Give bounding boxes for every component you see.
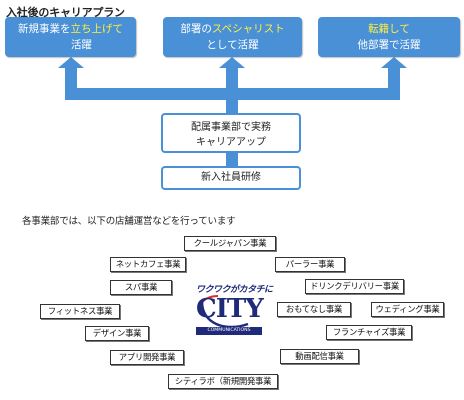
stage-new-employee-training: 新入社員研修 bbox=[161, 166, 301, 190]
arrow-stage-connector bbox=[226, 152, 238, 166]
goal-text: として活躍 bbox=[206, 39, 259, 51]
goal-text: 他部署で活躍 bbox=[357, 39, 421, 51]
business-app-development: アプリ開発事業 bbox=[110, 350, 184, 365]
business-intro: 各事業部では、以下の店舗運営などを行っています bbox=[22, 216, 236, 227]
logo-wordmark: CITY bbox=[196, 294, 264, 324]
business-franchise: フランチャイズ事業 bbox=[326, 325, 412, 340]
business-video-streaming: 動画配信事業 bbox=[280, 349, 359, 364]
goal-highlight: 立ち上げて bbox=[70, 23, 124, 35]
logo-swoosh bbox=[200, 295, 249, 329]
page-title: 入社後のキャリアプラン bbox=[6, 6, 125, 19]
goal-new-business: 新規事業を立ち上げて 活躍 bbox=[5, 17, 136, 57]
stage-text: 配属事業部で実務 bbox=[191, 122, 271, 133]
arrow-head-right bbox=[381, 57, 407, 68]
goal-highlight: 転籍して bbox=[368, 23, 410, 35]
arrow-head-middle bbox=[219, 57, 245, 68]
arrow-crossbar bbox=[65, 88, 400, 100]
logo-tagline: ワクワクがカタチに bbox=[196, 285, 273, 295]
business-city-lab: シティラボ（新規開発事業 bbox=[168, 374, 278, 389]
business-drink-delivery: ドリンクデリバリー事業 bbox=[305, 279, 404, 294]
stage-text: 新入社員研修 bbox=[201, 172, 261, 183]
business-cool-japan: クールジャパン事業 bbox=[184, 236, 276, 251]
goal-text: 活躍 bbox=[71, 39, 92, 51]
goal-text: 新規事業を bbox=[18, 23, 71, 35]
business-fitness: フィットネス事業 bbox=[40, 304, 120, 319]
stage-text: キャリアアップ bbox=[196, 137, 266, 148]
goal-text: 部署の bbox=[180, 23, 212, 35]
arrow-head-left bbox=[58, 57, 84, 68]
business-design: デザイン事業 bbox=[85, 326, 149, 341]
city-communications-logo: ワクワクがカタチに CITY COMMUNICATIONS bbox=[196, 280, 273, 344]
goal-transfer: 転籍して 他部署で活躍 bbox=[318, 17, 460, 57]
business-wedding: ウェディング事業 bbox=[371, 302, 444, 317]
logo-subtitle: COMMUNICATIONS bbox=[196, 327, 262, 335]
stage-assigned-division: 配属事業部で実務 キャリアアップ bbox=[161, 113, 301, 153]
goal-specialist: 部署のスペシャリスト として活躍 bbox=[163, 17, 302, 57]
arrow-stem-center bbox=[226, 96, 238, 114]
business-omotenashi: おもてなし事業 bbox=[277, 302, 351, 317]
business-net-cafe: ネットカフェ事業 bbox=[110, 257, 186, 272]
business-parlor: パーラー事業 bbox=[275, 257, 345, 272]
goal-highlight: スペシャリスト bbox=[211, 23, 285, 35]
business-spa: スパ事業 bbox=[110, 280, 172, 295]
